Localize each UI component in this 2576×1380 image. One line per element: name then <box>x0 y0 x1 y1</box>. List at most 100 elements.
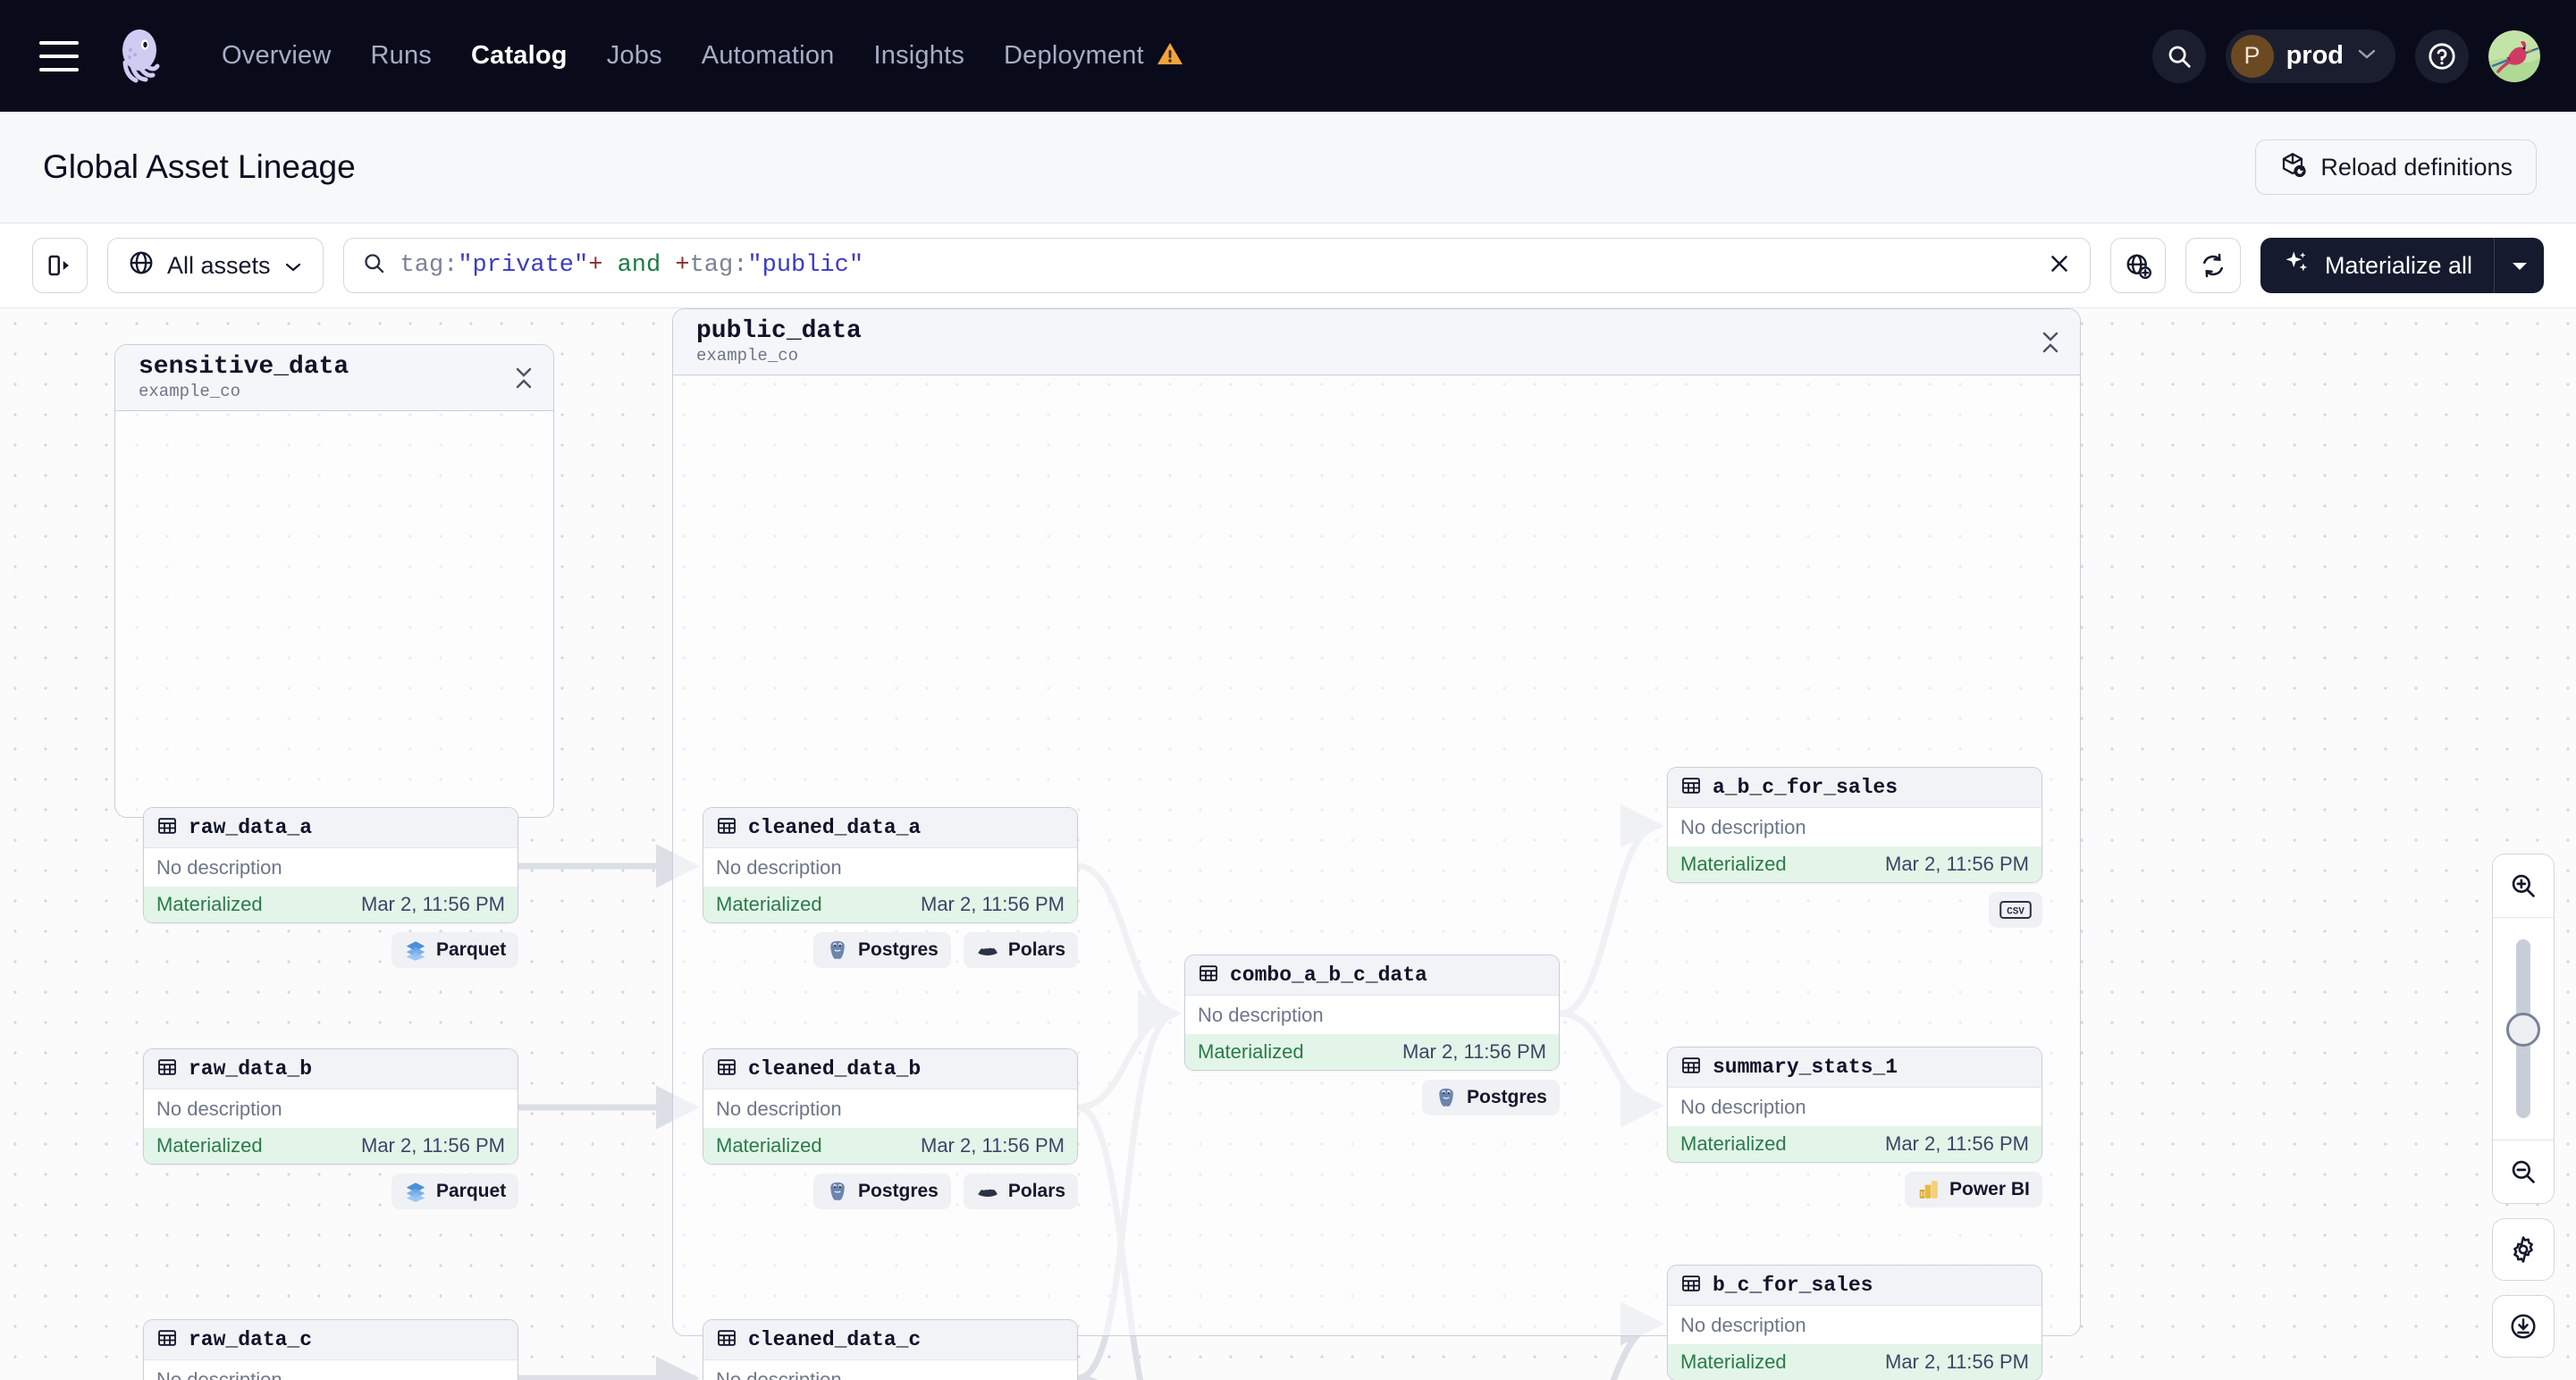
nav-link-deployment[interactable]: Deployment <box>1004 41 1144 70</box>
chevron-down-icon <box>283 252 303 280</box>
zoom-out-icon[interactable] <box>2493 1140 2554 1203</box>
all-assets-filter-button[interactable]: All assets <box>107 238 324 293</box>
asset-tag-postgres[interactable]: Postgres <box>1422 1080 1560 1115</box>
materialize-dropdown-caret[interactable] <box>2494 238 2544 293</box>
asset-status-label: Materialized <box>716 893 822 915</box>
close-x-icon[interactable] <box>2047 251 2072 281</box>
asset-node-description: No description <box>1668 1088 2041 1126</box>
nav-link-overview[interactable]: Overview <box>222 41 332 70</box>
asset-tag-label: Postgres <box>1467 1087 1547 1107</box>
asset-tag-label: Postgres <box>858 1181 939 1201</box>
asset-node-name: cleaned_data_a <box>748 816 922 839</box>
asset-node-name: raw_data_a <box>189 816 313 839</box>
table-icon <box>716 815 737 841</box>
download-circle-icon[interactable] <box>2492 1295 2555 1358</box>
nav-link-insights[interactable]: Insights <box>873 41 965 70</box>
globe-plus-icon[interactable] <box>2109 238 2166 293</box>
search-icon[interactable] <box>2151 29 2206 83</box>
table-icon <box>716 1327 737 1353</box>
asset-node-description: No description <box>144 1090 518 1128</box>
table-icon <box>156 1327 178 1353</box>
asset-status-timestamp: Mar 2, 11:56 PM <box>1885 1351 2029 1373</box>
zoom-slider[interactable] <box>2493 917 2554 1140</box>
page-header: Global Asset Lineage Reload definitions <box>0 112 2576 223</box>
asset-tag-row: Postgres Polars <box>813 1174 1079 1209</box>
nav-link-catalog[interactable]: Catalog <box>470 41 568 70</box>
zoom-slider-handle[interactable] <box>2506 1013 2540 1047</box>
asset-node-name: raw_data_b <box>189 1057 313 1081</box>
nav-link-runs[interactable]: Runs <box>370 41 432 70</box>
asset-node-cleaned_data_c[interactable]: cleaned_data_cNo descriptionMaterialized… <box>703 1319 1078 1380</box>
asset-node-name: combo_a_b_c_data <box>1230 963 1427 987</box>
asset-status-timestamp: Mar 2, 11:56 PM <box>921 1134 1065 1157</box>
postgres-icon <box>1435 1086 1458 1109</box>
asset-tag-postgres[interactable]: Postgres <box>813 1174 951 1209</box>
dagster-logo[interactable] <box>113 27 172 86</box>
asset-node-raw_data_c[interactable]: raw_data_cNo descriptionMaterializedMar … <box>143 1319 518 1380</box>
collapse-vertical-icon[interactable] <box>2039 329 2062 360</box>
refresh-icon[interactable] <box>2185 238 2241 293</box>
asset-search-field[interactable]: tag:"private"+ and +tag:"public" <box>342 238 2091 293</box>
postgres-icon <box>826 938 849 962</box>
asset-tag-polars[interactable]: Polars <box>963 1174 1079 1209</box>
asset-search-value: tag:"private"+ and +tag:"public" <box>400 252 864 279</box>
asset-node-header: a_b_c_for_sales <box>1668 768 2041 808</box>
asset-tag-parquet[interactable]: Parquet <box>391 932 519 968</box>
sparkle-icon <box>2284 249 2311 282</box>
asset-status-timestamp: Mar 2, 11:56 PM <box>361 1134 505 1157</box>
asset-tag-postgres[interactable]: Postgres <box>813 932 951 968</box>
asset-status-label: Materialized <box>156 1134 263 1157</box>
reload-definitions-button[interactable]: Reload definitions <box>2255 139 2537 195</box>
table-icon <box>156 1056 178 1082</box>
asset-node-description: No description <box>1185 996 1559 1034</box>
nav-link-jobs[interactable]: Jobs <box>606 41 662 70</box>
asset-group-sensitive-data[interactable]: sensitive_data example_co <box>114 344 554 818</box>
lineage-canvas[interactable]: sensitive_data example_co public_data ex… <box>0 308 2576 1380</box>
nav-link-automation[interactable]: Automation <box>701 41 835 70</box>
gear-icon[interactable] <box>2492 1218 2555 1281</box>
asset-node-name: b_c_for_sales <box>1713 1274 1873 1297</box>
asset-tag-polars[interactable]: Polars <box>963 932 1079 968</box>
asset-tag-csv[interactable]: CSV <box>1989 892 2042 928</box>
postgres-icon <box>826 1180 849 1203</box>
asset-tag-power-bi[interactable]: Power BI <box>1905 1172 2042 1208</box>
deployment-selector[interactable]: P prod <box>2225 29 2395 83</box>
asset-tag-parquet[interactable]: Parquet <box>391 1174 519 1209</box>
asset-node-header: summary_stats_1 <box>1668 1048 2041 1088</box>
asset-node-header: combo_a_b_c_data <box>1185 955 1559 996</box>
asset-status-timestamp: Mar 2, 11:56 PM <box>1885 853 2029 875</box>
question-circle-icon[interactable] <box>2415 29 2469 83</box>
materialize-all-button[interactable]: Materialize all <box>2260 238 2544 293</box>
table-icon <box>1680 775 1702 801</box>
table-icon <box>156 815 178 841</box>
table-icon <box>1680 1273 1702 1299</box>
asset-tag-row: Parquet <box>391 932 519 968</box>
expand-panel-icon[interactable] <box>32 238 88 293</box>
asset-tag-row: Postgres <box>1422 1080 1560 1115</box>
asset-node-header: raw_data_a <box>144 808 518 848</box>
hamburger-icon[interactable] <box>39 40 79 72</box>
materialize-all-label: Materialize all <box>2324 251 2472 279</box>
asset-node-header: cleaned_data_a <box>703 808 1077 848</box>
asset-status-label: Materialized <box>1680 1132 1787 1155</box>
zoom-in-icon[interactable] <box>2493 854 2554 917</box>
asset-node-description: No description <box>144 1360 518 1380</box>
user-avatar-cardinal[interactable] <box>2488 29 2540 82</box>
collapse-vertical-icon[interactable] <box>512 365 535 396</box>
page-title: Global Asset Lineage <box>43 148 356 185</box>
asset-node-description: No description <box>703 848 1077 887</box>
group-subtitle: example_co <box>696 346 799 366</box>
asset-node-description: No description <box>1668 808 2041 846</box>
powerbi-icon <box>1917 1178 1940 1201</box>
asset-node-header: raw_data_c <box>144 1320 518 1360</box>
main-nav-links: Overview Runs Catalog Jobs Automation In… <box>222 41 1183 71</box>
